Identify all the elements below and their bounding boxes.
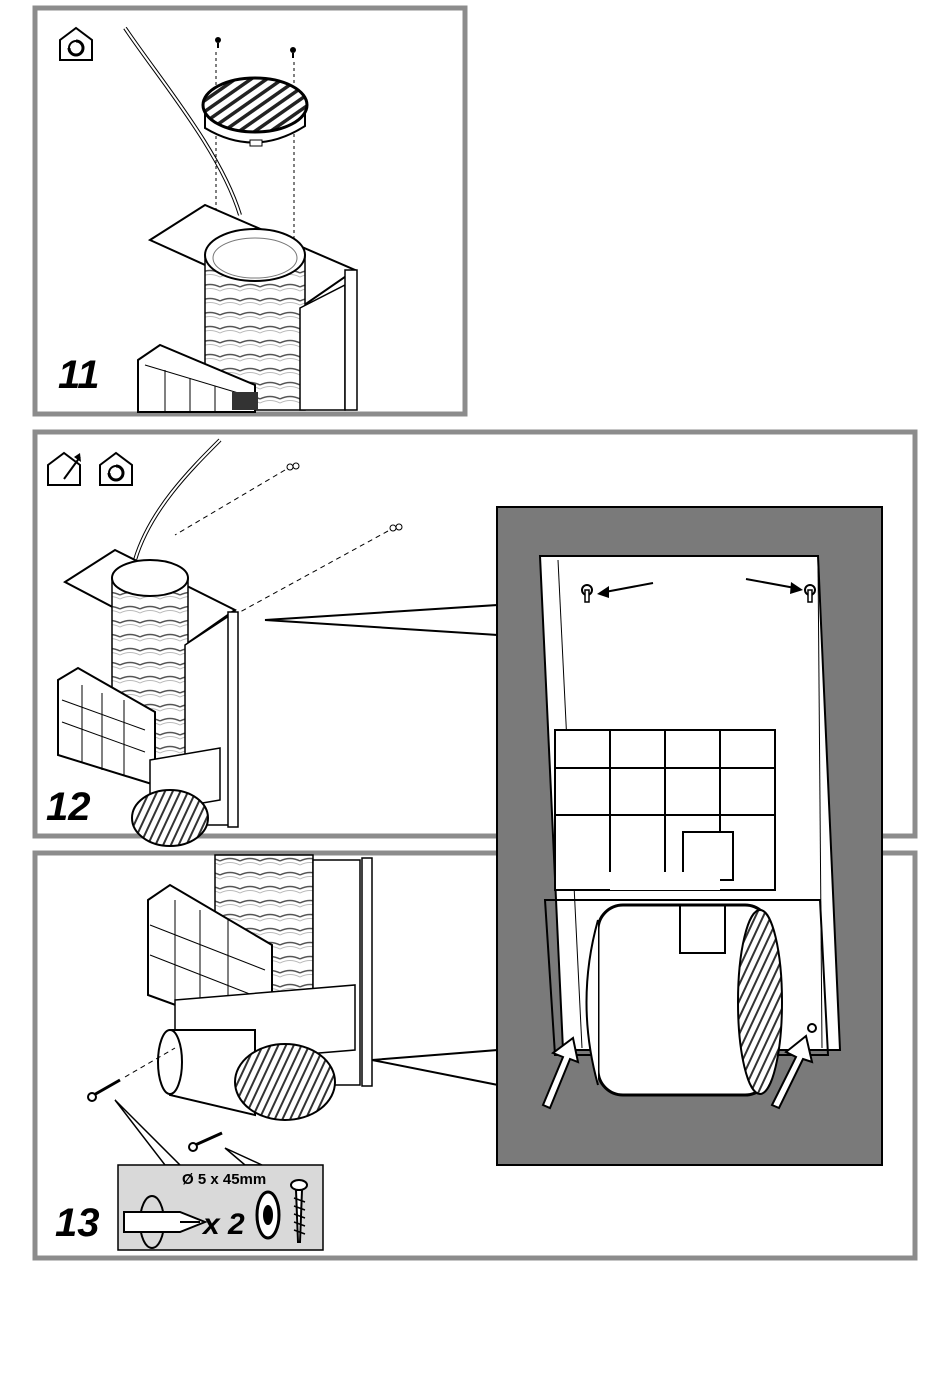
screw-hole — [808, 1024, 816, 1032]
blower-motor — [132, 790, 208, 846]
step-number: 11 — [58, 353, 100, 397]
step-number: 12 — [46, 785, 91, 829]
blower-motor — [587, 905, 783, 1095]
grease-filter — [555, 730, 775, 890]
screw-quantity-label: x 2 — [201, 1208, 245, 1241]
screw-size-label: Ø 5 x 45mm — [182, 1171, 266, 1188]
step-number: 13 — [55, 1201, 100, 1245]
screw-spec-box: Ø 5 x 45mm x 2 — [118, 1165, 323, 1250]
step-11-panel: 11 — [35, 8, 465, 414]
washer-icon — [257, 1192, 279, 1238]
